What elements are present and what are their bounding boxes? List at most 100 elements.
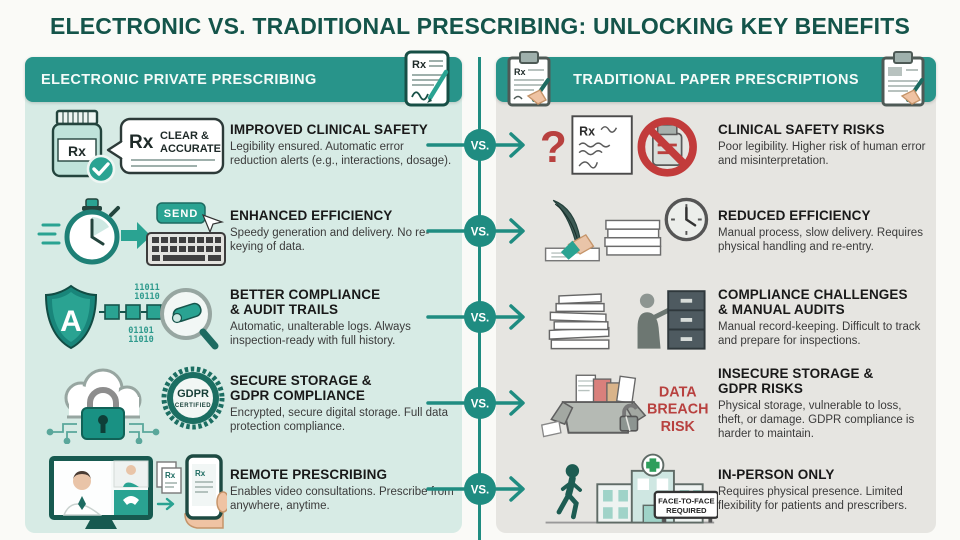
certified-label: CERTIFIED — [175, 403, 211, 409]
stopwatch-icon — [37, 198, 120, 265]
risk-row-clinical-safety: ? Rx CLINICAL SAFETY R — [496, 102, 936, 188]
breach-word-3: RISK — [661, 419, 696, 435]
right-rows: ? Rx CLINICAL SAFETY R — [496, 102, 936, 533]
send-label: SEND — [164, 208, 199, 220]
right-arrow-icon — [121, 222, 151, 250]
no-medication-sign-icon — [637, 117, 697, 177]
phone-handset-glyph — [123, 495, 139, 505]
vs-label: VS. — [471, 399, 490, 411]
left-row4-icon-zone: GDPR CERTIFIED — [25, 364, 230, 444]
note-rx-label: Rx — [579, 125, 595, 139]
right-row3-icon-zone — [496, 278, 718, 358]
data-breach-box-icon: DATA BREACH RISK — [540, 374, 708, 438]
video-consultation-phone-icon: Rx Rx — [49, 454, 227, 529]
vs-connector-1: VS. — [426, 129, 525, 161]
row-body: Legibility ensured. Automatic error redu… — [230, 140, 452, 168]
left-row3-icon-zone: A 11011 10110 01101 1101 — [25, 278, 230, 358]
tablet-rx-signature-icon: Rx — [402, 50, 452, 113]
breach-word-1: DATA — [659, 384, 697, 400]
paper-stack-icon — [604, 220, 662, 256]
risk-row-manual-audits: COMPLIANCE CHALLENGES & MANUAL AUDITS Ma… — [496, 274, 936, 360]
prescription-transfer-icon: Rx — [156, 461, 182, 511]
row-body: Physical storage, vulnerable to loss, th… — [718, 399, 915, 441]
vs-label: VS. — [471, 141, 490, 153]
blockchain-blocks-icon — [99, 303, 162, 320]
clipboard-rx-label: Rx — [514, 67, 526, 77]
shield-icon: A — [44, 284, 98, 349]
right-row4-icon-zone: DATA BREACH RISK — [496, 364, 718, 444]
gdpr-certified-badge-icon: GDPR CERTIFIED — [161, 366, 225, 430]
row-body: Speedy generation and delivery. No re-ke… — [230, 227, 430, 254]
checkmark-icon — [86, 154, 116, 184]
row-body: Poor legibility. Higher risk of human er… — [718, 140, 926, 168]
face-sign-line2: REQUIRED — [666, 506, 707, 515]
row-heading: REMOTE PRESCRIBING — [230, 466, 388, 482]
video-call-monitor-icon — [49, 455, 153, 529]
row-heading: INSECURE STORAGE & GDPR RISKS — [718, 365, 874, 396]
row-body: Automatic, unalterable logs. Always insp… — [230, 320, 411, 348]
clipboard-rx-handwriting-icon: Rx — [504, 50, 554, 113]
benefit-row-compliance: A 11011 10110 01101 1101 — [25, 274, 462, 360]
row-body: Manual record-keeping. Difficult to trac… — [718, 320, 921, 348]
row-heading: REDUCED EFFICIENCY — [718, 208, 871, 223]
paper-prescriptions-panel: Rx TRADITIONAL PAPER PRESCRIPTIONS — [496, 51, 936, 533]
vs-badge — [464, 129, 496, 161]
row-body: Enables video consultations. Prescribe f… — [230, 485, 454, 512]
right-row5-icon-zone: FACE-TO-FACE REQUIRED — [496, 450, 718, 530]
row-heading: CLINICAL SAFETY RISKS — [718, 121, 885, 137]
vs-connector-2: VS. — [426, 215, 525, 247]
row-heading: IMPROVED CLINICAL SAFETY — [230, 121, 428, 137]
broken-padlock-icon — [619, 403, 639, 432]
question-mark-icon: ? — [540, 123, 567, 172]
row-heading: IN-PERSON ONLY — [718, 466, 835, 482]
handwritten-prescription-icon: Rx — [571, 115, 633, 175]
cloud-lock-gdpr-badge-icon: GDPR CERTIFIED — [46, 366, 225, 444]
pill-bottle: Rx — [51, 109, 116, 184]
center-divider-line — [478, 57, 481, 540]
vs-badge — [464, 215, 496, 247]
bottle-rx-label: Rx — [68, 143, 86, 159]
binary-line-2: 10110 — [134, 292, 160, 302]
doc-rx-label: Rx — [165, 471, 176, 480]
risk-row-in-person: FACE-TO-FACE REQUIRED IN-PERSON ONLY Req… — [496, 447, 936, 533]
vs-badge — [464, 473, 496, 505]
keyboard-icon — [146, 232, 226, 267]
walk-to-clinic-icon: FACE-TO-FACE REQUIRED — [545, 453, 718, 524]
quill-writing-icon — [544, 200, 600, 262]
shield-blockchain-audit-icon: A 11011 10110 01101 1101 — [44, 283, 219, 349]
right-panel-header-banner: Rx TRADITIONAL PAPER PRESCRIPTIONS — [496, 51, 936, 107]
binary-line-3: 01101 — [128, 326, 154, 336]
row-body: Encrypted, secure digital storage. Full … — [230, 407, 448, 434]
row-heading: ENHANCED EFFICIENCY — [230, 208, 393, 223]
electronic-prescribing-panel: ELECTRONIC PRIVATE PRESCRIBING Rx — [25, 50, 462, 533]
person-at-filing-cabinet-icon — [637, 289, 706, 350]
left-row1-icon-zone: Rx Rx CLEAR & ACCURATE — [25, 105, 230, 185]
binary-data-text: 11011 10110 01101 11010 — [128, 283, 160, 345]
left-row2-icon-zone: SEND — [25, 191, 230, 271]
clear-accurate-speech-bubble: Rx CLEAR & ACCURATE — [106, 117, 225, 175]
row-body: Manual process, slow delivery. Requires … — [718, 227, 923, 254]
data-breach-risk-label: DATA BREACH RISK — [647, 384, 708, 434]
padlock-icon — [81, 386, 125, 440]
row-heading: SECURE STORAGE & GDPR COMPLIANCE — [230, 372, 372, 403]
tablet-rx-label: Rx — [412, 59, 427, 71]
benefit-row-secure-storage: GDPR CERTIFIED SECURE STORAGE & GDPR COM… — [25, 361, 462, 447]
right-panel-title: TRADITIONAL PAPER PRESCRIPTIONS — [573, 71, 859, 88]
binary-line-1: 11011 — [134, 283, 160, 293]
row-heading: BETTER COMPLIANCE & AUDIT TRAILS — [230, 286, 381, 317]
smartphone-in-hand-icon: Rx — [184, 454, 227, 529]
risk-row-efficiency: REDUCED EFFICIENCY Manual process, slow … — [496, 188, 936, 274]
walking-person-icon — [556, 464, 582, 520]
illegible-script-no-meds-icon: ? Rx — [540, 115, 697, 177]
left-row5-icon-zone: Rx Rx — [25, 450, 230, 530]
vs-label: VS. — [471, 227, 490, 239]
right-row2-icon-zone — [496, 191, 718, 271]
bubble-rx-label: Rx — [129, 132, 154, 153]
open-box-with-files-icon — [540, 374, 647, 438]
row-body: Requires physical presence. Limited flex… — [718, 485, 908, 512]
row-heading: COMPLIANCE CHALLENGES & MANUAL AUDITS — [718, 286, 908, 317]
vs-connector-3: VS. — [426, 301, 525, 333]
clipboard-handwriting-icon — [878, 50, 928, 113]
circuit-traces-icon — [46, 422, 160, 444]
clock-icon — [664, 198, 709, 242]
